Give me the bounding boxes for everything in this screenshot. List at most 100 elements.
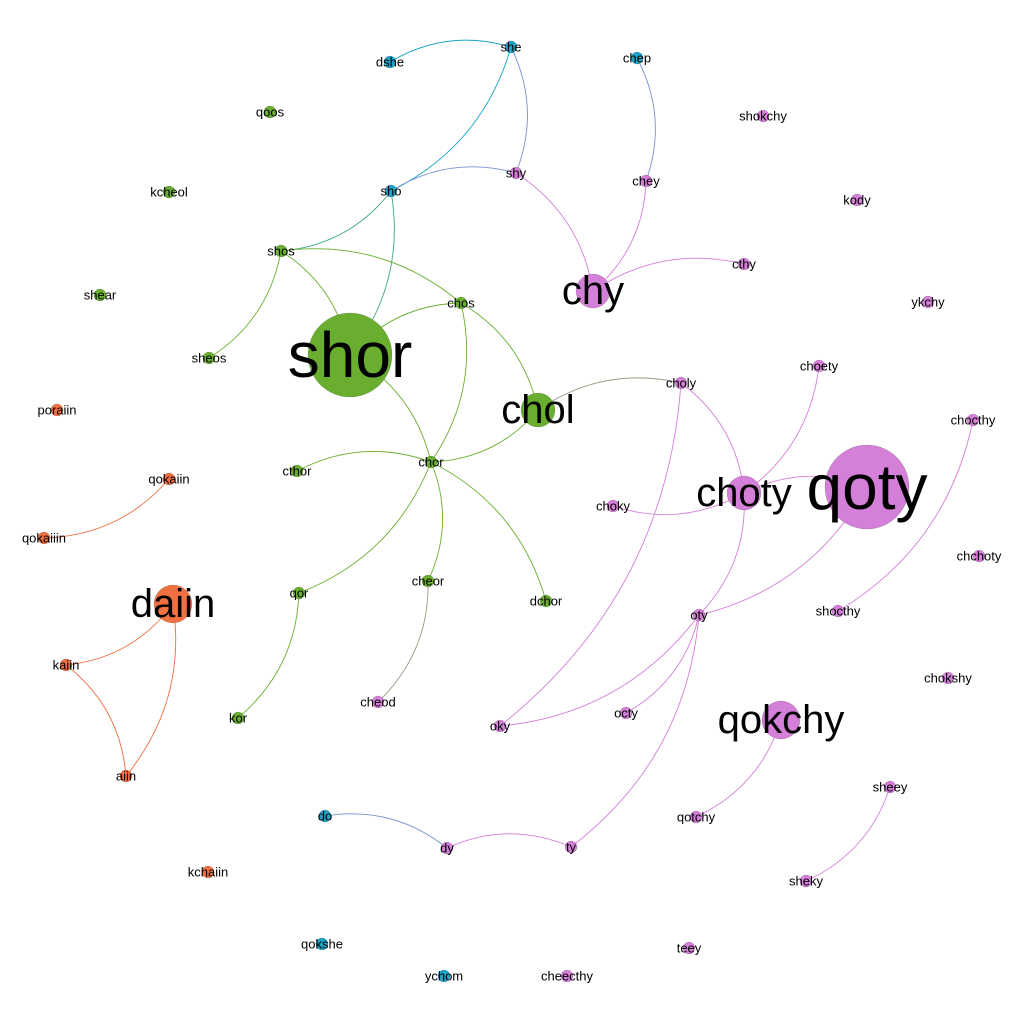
node-dy[interactable] [440,841,454,855]
node-cthy[interactable] [737,257,751,271]
edge-oty-octy [625,614,700,714]
node-label-chos: chos [447,296,475,311]
node-cthor[interactable] [290,464,304,478]
node-chocthy[interactable] [966,413,980,427]
node-label-daiin: daiin [131,582,216,626]
edge-shos-chos [280,248,462,304]
edge-chep-chey [636,57,656,182]
node-ychom[interactable] [437,969,451,983]
node-label-dy: dy [440,841,454,856]
node-kody[interactable] [850,193,864,207]
node-label-oky: oky [490,719,511,734]
node-sheos[interactable] [202,351,216,365]
node-label-cheod: cheod [360,695,395,710]
edge-choety-choty [743,365,820,494]
node-do[interactable] [318,809,332,823]
node-kor[interactable] [231,711,245,725]
node-shear[interactable] [93,288,107,302]
node-dchor[interactable] [539,594,553,608]
node-label-choly: choly [666,376,697,391]
edge-daiin-aiin [125,603,177,777]
node-qotchy[interactable] [689,810,703,824]
label-layer: shedsheshodoqoksheychomchepqooskcheolsho… [22,40,1002,984]
node-chos[interactable] [454,296,468,310]
node-shocthy[interactable] [831,604,845,618]
node-cheecthy[interactable] [560,969,574,983]
node-label-choety: choety [800,359,839,374]
edge-chol-choly [537,377,682,411]
edge-oty-oky [499,614,700,727]
node-qokchy[interactable] [761,700,801,740]
node-label-qokaiin: qokaiin [148,472,189,487]
node-label-octy: octy [614,706,638,721]
edge-she-shy [510,46,528,174]
node-label-shokchy: shokchy [739,109,787,124]
node-kcheol[interactable] [162,185,176,199]
node-label-cheecthy: cheecthy [541,969,594,984]
node-chor[interactable] [424,455,438,469]
node-label-choky: choky [596,499,630,514]
node-sheky[interactable] [799,874,813,888]
node-teey[interactable] [682,941,696,955]
node-shy[interactable] [509,166,523,180]
edge-qor-kor [237,592,300,719]
node-label-choty: choty [696,471,792,515]
node-oty[interactable] [692,608,706,622]
node-label-qokchy: qokchy [718,698,845,742]
node-label-cthor: cthor [283,464,313,479]
node-qoty[interactable] [824,444,910,530]
node-poraiin[interactable] [50,403,64,417]
node-octy[interactable] [619,706,633,720]
edge-chos-chor [430,302,468,463]
node-dshe[interactable] [383,55,397,69]
node-chchoty[interactable] [972,549,986,563]
node-chep[interactable] [630,51,644,65]
node-label-qoty: qoty [807,451,928,523]
node-sho[interactable] [384,184,398,198]
node-label-chy: chy [562,269,624,313]
node-shor[interactable] [307,312,393,398]
node-label-ykchy: ykchy [911,295,945,310]
edge-chor-cheor [427,461,444,582]
node-ykchy[interactable] [921,295,935,309]
node-label-shy: shy [506,166,527,181]
node-kaiin[interactable] [59,658,73,672]
node-cheor[interactable] [421,574,435,588]
node-shos[interactable] [274,244,288,258]
edge-shy-chy [515,172,594,292]
node-qokaiin[interactable] [162,472,176,486]
node-she[interactable] [504,40,518,54]
node-label-shos: shos [267,244,295,259]
edge-dy-ty [446,833,572,849]
node-ty[interactable] [564,840,578,854]
node-qokshe[interactable] [315,937,329,951]
node-oky[interactable] [493,719,507,733]
node-qoos[interactable] [263,105,277,119]
node-daiin[interactable] [153,584,193,624]
node-cheod[interactable] [371,695,385,709]
node-chy[interactable] [575,273,611,309]
node-chokshy[interactable] [941,671,955,685]
node-label-dchor: dchor [530,594,563,609]
node-label-ty: ty [566,840,577,855]
node-chol[interactable] [520,392,556,428]
node-aiin[interactable] [119,769,133,783]
node-layer [37,40,986,983]
node-label-qokshe: qokshe [301,937,343,952]
node-label-kchaiin: kchaiin [188,865,228,880]
node-qor[interactable] [292,586,306,600]
node-sheey[interactable] [883,780,897,794]
node-label-chey: chey [632,174,660,189]
node-shokchy[interactable] [756,109,770,123]
edge-dshe-she [389,39,512,63]
node-choety[interactable] [812,359,826,373]
node-choty[interactable] [726,475,762,511]
node-kchaiin[interactable] [201,865,215,879]
node-label-chol: chol [501,388,574,432]
node-chey[interactable] [639,174,653,188]
node-choky[interactable] [606,499,620,513]
node-qokaiiin[interactable] [37,531,51,545]
node-label-sheey: sheey [873,780,908,795]
node-choly[interactable] [674,376,688,390]
edge-cheor-cheod [377,580,429,703]
